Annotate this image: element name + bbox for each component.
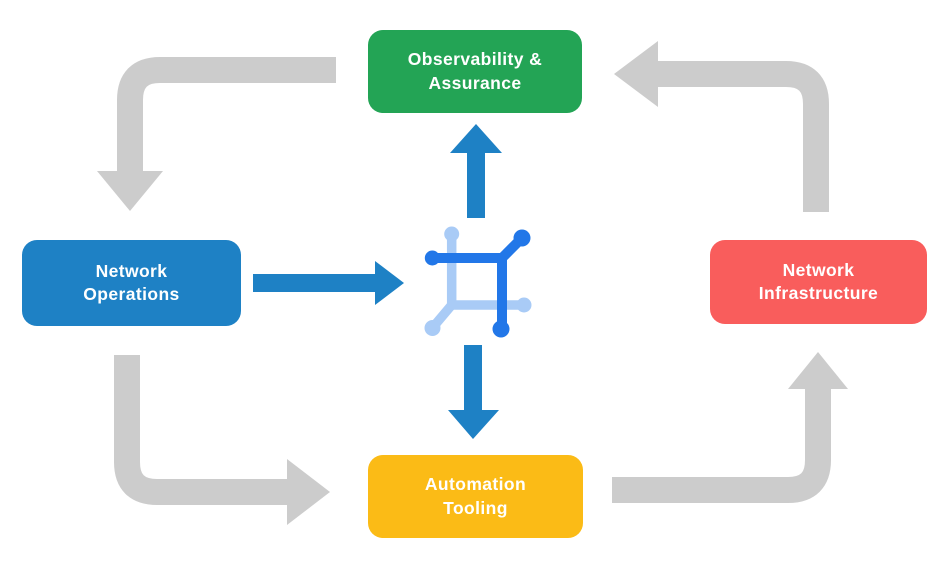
- cycle-arrow-operations-to-tooling-head: [287, 459, 330, 525]
- core-arrow-operations-to-center-head: [375, 261, 404, 305]
- node-network-operations-label: Network Operations: [83, 260, 180, 304]
- cycle-arrow-observability-to-operations-head: [97, 171, 163, 211]
- mesh-node-right-light: [516, 297, 532, 313]
- node-observability-assurance-label: Observability & Assurance: [407, 49, 543, 93]
- cycle-arrow-tooling-to-infrastructure-shaft: [612, 389, 831, 503]
- cycle-arrow-observability-to-operations-shaft: [117, 57, 336, 172]
- mesh-node-top-right-dark: [513, 229, 531, 247]
- cycle-arrow-infrastructure-to-observability-head: [614, 41, 658, 107]
- node-automation-tooling: Automation Tooling: [368, 455, 583, 538]
- node-observability-assurance: Observability & Assurance: [368, 30, 582, 113]
- mesh-node-left-dark: [424, 250, 440, 266]
- node-network-operations: Network Operations: [22, 240, 241, 326]
- mesh-node-bottom-left-light: [424, 320, 441, 336]
- core-arrow-center-to-observability-head: [450, 124, 502, 153]
- network-mesh-icon: [424, 226, 532, 338]
- mesh-node-top-light: [444, 226, 460, 242]
- cycle-arrow-operations-to-tooling-shaft: [114, 355, 288, 505]
- core-arrow-center-to-tooling-head: [448, 410, 499, 439]
- node-network-infrastructure: Network Infrastructure: [710, 240, 927, 324]
- mesh-node-bottom-dark: [492, 320, 510, 338]
- node-automation-tooling-label: Automation Tooling: [424, 474, 527, 518]
- node-network-infrastructure-label: Network Infrastructure: [758, 259, 879, 303]
- cycle-arrow-infrastructure-to-observability-shaft: [658, 61, 829, 212]
- cycle-arrow-tooling-to-infrastructure-head: [788, 352, 848, 389]
